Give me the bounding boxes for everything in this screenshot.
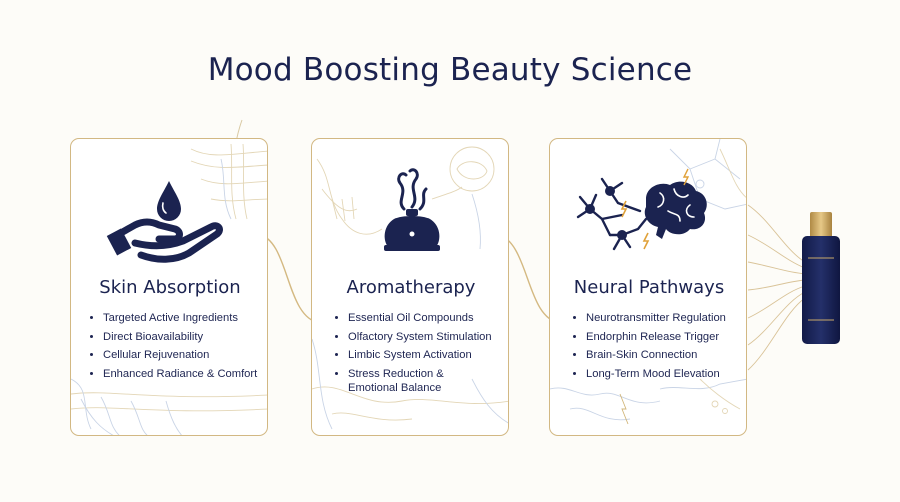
card-heading: Neural Pathways [573, 277, 725, 298]
card-skin-absorption: Skin Absorption Targeted Active Ingredie… [70, 138, 268, 436]
list-item: Essential Oil Compounds [348, 309, 502, 328]
list-item: Endorphin Release Trigger [586, 328, 740, 347]
feature-list: Targeted Active Ingredients Direct Bioav… [89, 309, 261, 383]
hand-droplet-icon [106, 181, 223, 263]
diffuser-icon [384, 168, 440, 251]
list-item: Targeted Active Ingredients [103, 309, 261, 328]
serum-bottle-icon [802, 212, 840, 344]
card-heading: Skin Absorption [99, 277, 241, 298]
olfactory-decoration [312, 146, 508, 430]
card-heading: Aromatherapy [346, 277, 476, 298]
list-item: Brain-Skin Connection [586, 346, 740, 365]
card-aromatherapy: Aromatherapy Essential Oil Compounds Olf… [311, 138, 509, 436]
skin-layers-decoration [71, 143, 267, 435]
list-item: Enhanced Radiance & Comfort [103, 365, 261, 384]
feature-list: Essential Oil Compounds Olfactory System… [334, 309, 502, 395]
feature-list: Neurotransmitter Regulation Endorphin Re… [572, 309, 740, 383]
list-item: Limbic System Activation [348, 346, 502, 365]
brain-neuron-icon [576, 168, 707, 251]
list-item: Direct Bioavailability [103, 328, 261, 347]
list-item: Stress Reduction & Emotional Balance [348, 365, 468, 395]
list-item: Olfactory System Stimulation [348, 328, 502, 347]
list-item: Neurotransmitter Regulation [586, 309, 740, 328]
page-title: Mood Boosting Beauty Science [207, 52, 693, 88]
list-item: Long-Term Mood Elevation [586, 365, 740, 384]
list-item: Cellular Rejuvenation [103, 346, 261, 365]
card-neural-pathways: Neural Pathways Neurotransmitter Regulat… [549, 138, 747, 436]
